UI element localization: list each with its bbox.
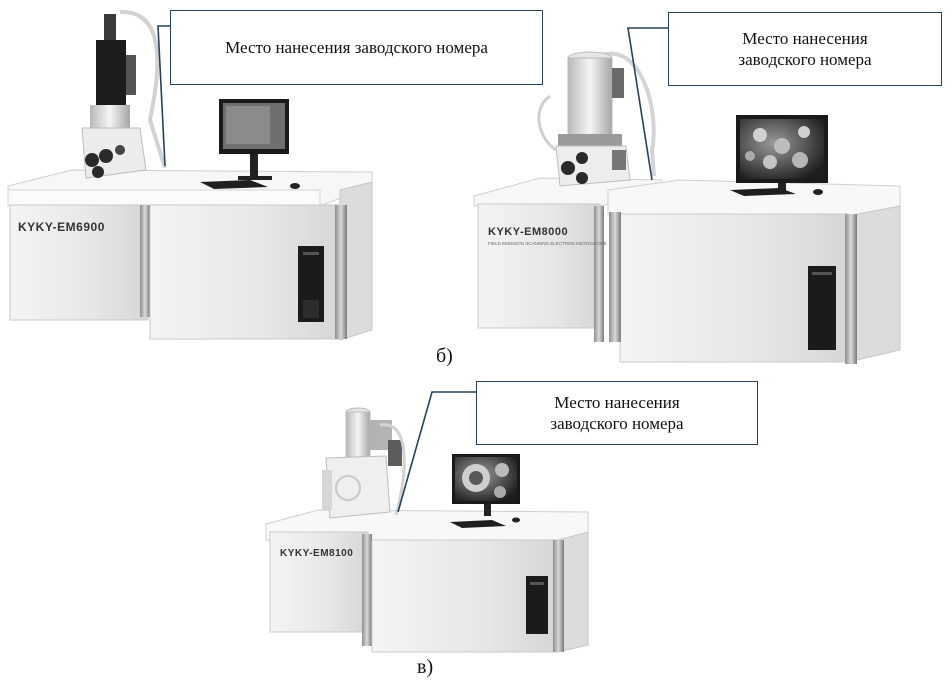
brand-label-a: KYKY-EM6900 — [18, 220, 105, 234]
caption-c: в) — [417, 656, 434, 678]
device-a-em6900 — [7, 9, 373, 341]
callout-c-line1: Место нанесения — [554, 393, 680, 412]
callout-b-line1: Место нанесения — [742, 29, 868, 48]
callout-c-line2: заводского номера — [550, 414, 684, 433]
callout-a-text: Место нанесения заводского номера — [225, 38, 488, 57]
caption-b: б) — [436, 345, 453, 367]
callout-b-line2: заводского номера — [738, 50, 872, 69]
brand-sublabel-b: FIELD EMISSION SCANNING ELECTRON MICROSC… — [488, 241, 607, 246]
callout-serial-location-c: Место нанесения заводского номера — [476, 381, 758, 445]
device-c-em8100 — [265, 407, 589, 653]
callout-serial-location-b: Место нанесения заводского номера — [668, 12, 942, 86]
brand-label-b: KYKY-EM8000 — [488, 226, 569, 238]
callout-serial-location-a: Место нанесения заводского номера — [170, 10, 543, 85]
device-b-em8000 — [473, 51, 901, 364]
leader-line-a — [157, 25, 170, 167]
brand-label-c: KYKY-EM8100 — [280, 548, 354, 559]
leader-line-c — [397, 391, 476, 513]
leader-line-b — [627, 27, 668, 181]
